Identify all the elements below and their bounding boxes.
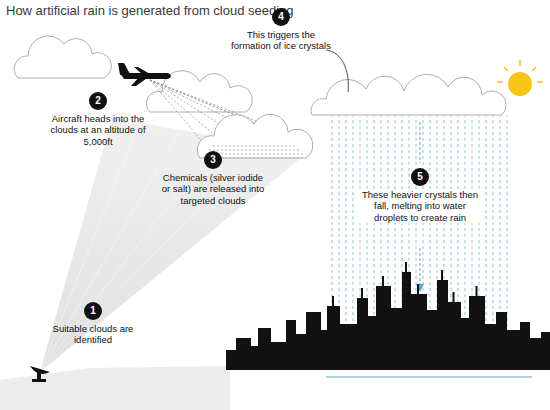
radar-beam — [40, 118, 308, 372]
callout-number: 1 — [84, 302, 102, 320]
aircraft — [118, 63, 171, 86]
callout-number: 5 — [411, 168, 429, 186]
callout: 5These heavier crystals then fall, melti… — [359, 168, 481, 225]
cloud — [14, 36, 111, 78]
ground — [0, 366, 230, 410]
callout-number: 2 — [89, 92, 107, 110]
callout: 3Chemicals (silver iodide or salt) are r… — [158, 151, 268, 208]
callout: 2Aircraft heads into the clouds at an al… — [42, 92, 154, 149]
callout-text: These heavier crystals then fall, meltin… — [359, 189, 481, 223]
callout-text: This triggers the formation of ice cryst… — [229, 29, 333, 52]
title: How artificial rain is generated from cl… — [6, 3, 294, 18]
callout-text: Aircraft heads into the clouds at an alt… — [42, 113, 154, 147]
callout-number: 4 — [272, 8, 290, 26]
callout-text: Suitable clouds are identified — [43, 323, 143, 346]
callout-number: 3 — [204, 151, 222, 169]
radar-dish — [30, 366, 50, 382]
city-skyline — [226, 262, 550, 370]
callout-text: Chemicals (silver iodide or salt) are re… — [158, 172, 268, 206]
leader-line — [326, 50, 348, 92]
rain-cloud — [311, 74, 506, 115]
water-line — [326, 377, 532, 378]
callout: 1Suitable clouds are identified — [43, 302, 143, 347]
callout: 4This triggers the formation of ice crys… — [229, 8, 333, 53]
sun — [497, 60, 543, 96]
